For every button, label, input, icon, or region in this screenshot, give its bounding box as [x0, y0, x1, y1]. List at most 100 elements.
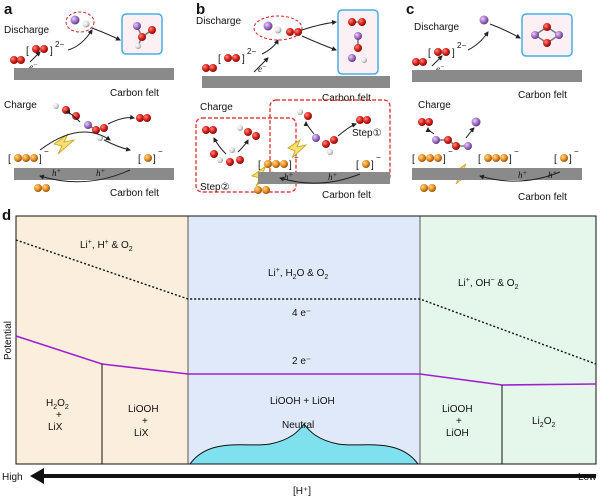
svg-text:h+: h+	[548, 169, 558, 180]
panel-c: c Discharge [ ] 2− e− Carbon felt Charge	[406, 1, 582, 203]
lightning-bolt-icon	[53, 133, 76, 155]
svg-text:]: ]	[153, 154, 156, 165]
panel-a: a Discharge [ ] 2− e− Carbon felt Charge	[4, 1, 174, 199]
product-lix-1: LiX	[48, 422, 63, 433]
region-neutral	[188, 216, 420, 464]
superscript-charge-b: 2−	[247, 47, 256, 56]
carbon-felt-electrode-c	[412, 70, 582, 82]
neutral-label: Neutral	[282, 420, 314, 431]
svg-text:[: [	[478, 154, 481, 165]
svg-text:[: [	[26, 46, 29, 57]
svg-text:]: ]	[569, 154, 572, 165]
svg-text:−: −	[376, 153, 381, 162]
svg-text:]: ]	[242, 54, 245, 65]
product-liooh-1: LiOOH	[128, 404, 159, 415]
four-electron-label: 4 e⁻	[292, 308, 311, 319]
svg-text:−: −	[158, 147, 163, 156]
svg-text:−: −	[294, 153, 299, 162]
svg-text:e−: e−	[258, 63, 267, 74]
oxygen-atom-icon	[138, 33, 146, 41]
svg-text:h+: h+	[518, 169, 528, 180]
step1-box	[269, 99, 391, 183]
svg-text:]: ]	[452, 48, 455, 59]
neutral-bump	[189, 423, 419, 465]
two-electron-label: 2 e⁻	[292, 356, 311, 367]
product-liooh-2: LiOOH	[442, 404, 473, 415]
dashed-highlight-b	[253, 15, 303, 41]
carbon-felt-electrode-b	[202, 76, 390, 88]
superscript-charge-c: 2−	[457, 41, 466, 50]
panel-b: b Discharge [ ] 2− e− Carbon felt Charge	[195, 1, 391, 201]
svg-text:−: −	[574, 147, 579, 156]
panel-letter-a: a	[4, 1, 13, 18]
svg-text:]: ]	[50, 46, 53, 57]
svg-text:[: [	[138, 154, 141, 165]
svg-text:−: −	[448, 147, 453, 156]
x-axis-label: [H⁺]	[293, 486, 311, 496]
product-liooh-lioh: LiOOH + LiOH	[270, 396, 335, 407]
lithium-atom-icon	[133, 22, 141, 30]
two-electron-line	[15, 335, 597, 386]
y-axis-label: Potential	[3, 321, 14, 360]
electron-label-a: e−	[29, 61, 38, 72]
svg-text:−: −	[44, 147, 49, 156]
reaction-arrow-icon	[91, 27, 121, 41]
svg-text:e−: e−	[436, 63, 445, 74]
electrode-label-b: Carbon felt	[322, 93, 371, 104]
step2-box	[195, 117, 297, 193]
product-li2o2: Li2O2	[532, 416, 555, 429]
charge-label-b: Charge	[200, 102, 233, 113]
electrode-charge-label-a: Carbon felt	[110, 188, 159, 199]
electron-arrow-icon	[29, 51, 41, 63]
hydrogen-atom-icon	[135, 43, 141, 49]
svg-text:h+: h+	[96, 167, 106, 178]
product-plus-1: +	[56, 410, 62, 421]
region-alkaline	[420, 216, 596, 464]
oxygen-atom-icon	[148, 26, 156, 34]
carbon-felt-electrode-charge-c	[412, 168, 582, 180]
four-electron-line	[15, 239, 597, 365]
svg-text:[: [	[218, 54, 221, 65]
charge-label-c: Charge	[418, 100, 451, 111]
electrode-charge-label-b: Carbon felt	[322, 190, 371, 201]
product-plus-2: +	[142, 416, 148, 427]
svg-text:h+: h+	[284, 171, 294, 182]
electrode-label-a: Carbon felt	[110, 88, 159, 99]
lithium-atom-icon	[70, 15, 80, 25]
svg-text:[: [	[258, 160, 261, 171]
x-low-label: Low	[578, 472, 597, 483]
x-high-label: High	[2, 472, 23, 483]
dashed-highlight-a	[65, 11, 95, 33]
svg-text:]: ]	[289, 160, 292, 171]
discharge-label-b: Discharge	[196, 16, 241, 27]
lightning-bolt-icon	[287, 138, 308, 159]
product-plus-3: +	[456, 416, 462, 427]
product-box-c	[521, 13, 573, 57]
product-h2o2: H2O2	[46, 398, 69, 411]
superscript-charge-a: 2−	[55, 40, 64, 49]
svg-text:[: [	[428, 48, 431, 59]
svg-text:h+: h+	[52, 167, 62, 178]
svg-text:[: [	[8, 154, 11, 165]
reaction-arrow-icon	[67, 29, 93, 51]
carbon-felt-electrode-charge-b	[258, 172, 390, 184]
carbon-felt-electrode-charge-a	[14, 168, 174, 180]
product-lix-2: LiX	[134, 428, 149, 439]
step2-label: Step②	[200, 182, 230, 193]
svg-text:]: ]	[443, 154, 446, 165]
svg-text:]: ]	[39, 154, 42, 165]
region-label-alkaline: Li+, OH− & O2	[458, 277, 519, 291]
carbon-felt-electrode-a	[14, 68, 174, 80]
electrode-charge-label-c: Carbon felt	[518, 192, 567, 203]
charge-label-a: Charge	[4, 100, 37, 111]
svg-text:[: [	[356, 160, 359, 171]
panel-letter-b: b	[196, 1, 205, 18]
region-label-neutral: Li+, H2O & O2	[268, 267, 328, 281]
svg-text:−: −	[514, 147, 519, 156]
panel-letter-c: c	[406, 1, 414, 18]
electrode-label-c: Carbon felt	[518, 90, 567, 101]
svg-text:[: [	[412, 154, 415, 165]
product-lioh: LiOH	[446, 428, 469, 439]
hydrogen-atom-icon	[82, 20, 90, 28]
